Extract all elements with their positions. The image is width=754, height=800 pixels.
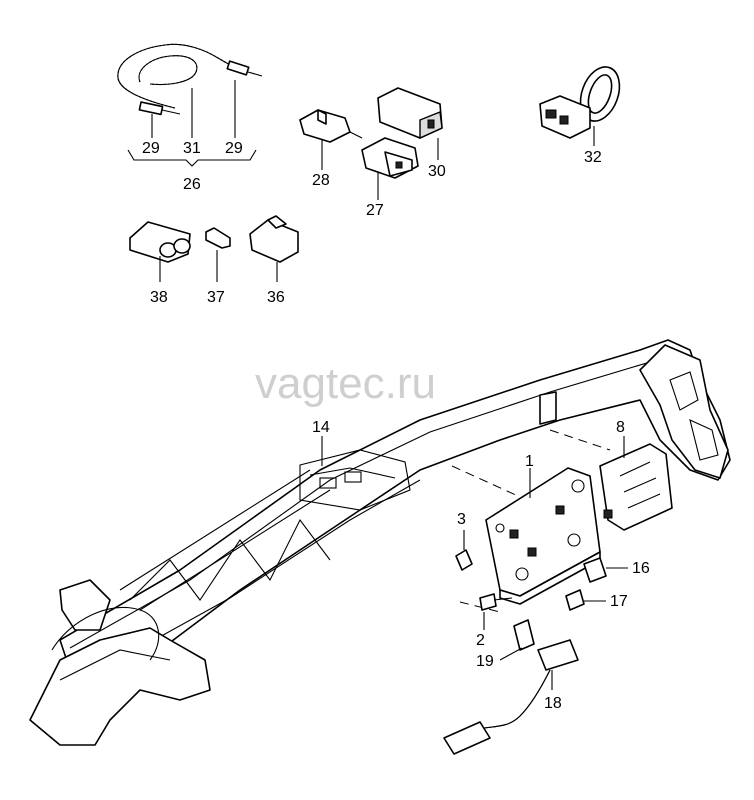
callout-28: 28 xyxy=(312,172,330,189)
plug-37 xyxy=(205,227,231,249)
callout-17: 17 xyxy=(610,593,628,610)
callout-32: 32 xyxy=(584,149,602,166)
connector-27 xyxy=(361,137,419,179)
connector-17 xyxy=(565,589,585,611)
loop-connector-32 xyxy=(539,66,621,139)
connector-30 xyxy=(377,87,443,140)
callout-26: 26 xyxy=(183,176,201,193)
callout-36: 36 xyxy=(267,289,285,306)
coiled-cable-part xyxy=(117,43,263,116)
callout-31: 31 xyxy=(183,140,201,157)
cap-36 xyxy=(249,215,299,263)
callout-29-right: 29 xyxy=(225,140,243,157)
callout-19: 19 xyxy=(476,653,494,670)
connector-16 xyxy=(583,557,607,583)
cross-member-14 xyxy=(29,339,731,746)
wiring-harness-18 xyxy=(443,639,579,755)
callout-18: 18 xyxy=(544,695,562,712)
bolt-2 xyxy=(479,593,513,611)
callout-14: 14 xyxy=(312,419,330,436)
callout-27: 27 xyxy=(366,202,384,219)
callout-16: 16 xyxy=(632,560,650,577)
callout-2: 2 xyxy=(476,632,485,649)
connector-28 xyxy=(299,109,363,143)
callout-30: 30 xyxy=(428,163,446,180)
clip-3 xyxy=(455,549,473,571)
callout-38: 38 xyxy=(150,289,168,306)
twin-sleeve-38 xyxy=(129,221,191,263)
callout-8: 8 xyxy=(616,419,625,436)
control-unit-1 xyxy=(485,467,601,605)
connector-19 xyxy=(513,619,535,651)
module-8 xyxy=(599,443,673,531)
watermark-text: vagtec.ru xyxy=(255,359,436,408)
callout-1: 1 xyxy=(525,453,534,470)
callout-37: 37 xyxy=(207,289,225,306)
callout-3: 3 xyxy=(457,511,466,528)
callout-29-left: 29 xyxy=(142,140,160,157)
